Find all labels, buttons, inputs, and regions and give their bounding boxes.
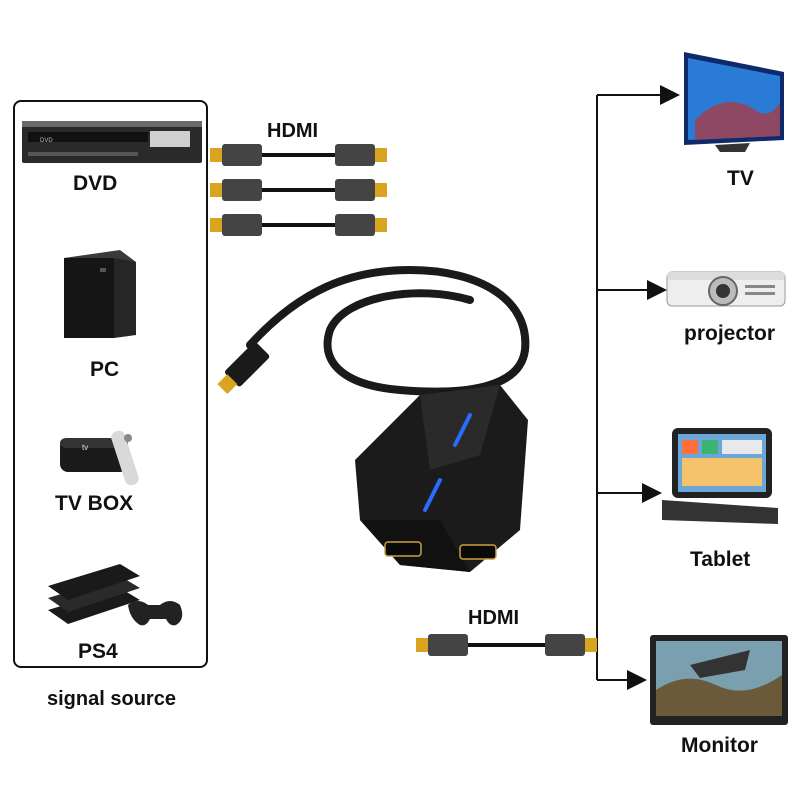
dvd-panel-text: DVD: [40, 138, 53, 144]
svg-text:tv: tv: [82, 443, 88, 452]
label-tv: TV: [727, 167, 754, 190]
signal-source-box: [13, 100, 208, 668]
label-ps4: PS4: [78, 640, 118, 663]
label-signal-source: signal source: [47, 688, 176, 710]
label-tv-box: TV BOX: [55, 492, 134, 515]
label-hdmi-bottom: HDMI: [468, 607, 520, 629]
label-pc: PC: [90, 358, 120, 381]
hdmi-cable-2: [210, 179, 387, 201]
label-tablet: Tablet: [690, 548, 751, 571]
label-hdmi-top: HDMI: [267, 120, 319, 142]
label-monitor: Monitor: [681, 734, 758, 757]
hdmi-cable-3: [210, 214, 387, 236]
hdmi-cable-1: [210, 144, 387, 166]
label-dvd: DVD: [73, 172, 118, 195]
label-projector: projector: [684, 322, 776, 345]
